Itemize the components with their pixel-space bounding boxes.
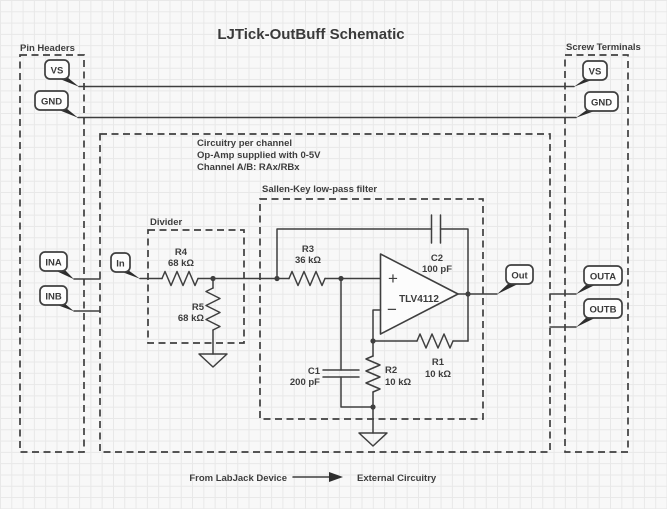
callout-box — [39, 285, 68, 306]
r5-ref: R5 — [192, 302, 205, 313]
callout-tail — [576, 283, 599, 295]
ground-symbol-divider — [198, 353, 228, 368]
callout-tail — [52, 303, 74, 312]
pin-inb-label: INB — [45, 292, 62, 303]
callout-box — [583, 298, 623, 319]
opamp-minus-input: − — [387, 300, 397, 319]
feedback-wire — [276, 228, 433, 280]
pin-vs-label: VS — [51, 66, 64, 77]
callout-tail — [576, 316, 599, 328]
junction-dot — [274, 275, 280, 282]
sallen-key-box — [259, 198, 484, 420]
callout-box — [505, 264, 534, 285]
junction-dot — [338, 275, 344, 282]
junction-dot — [465, 291, 471, 297]
legend-from-label: From LabJack Device — [189, 473, 287, 484]
terminal-screw-outb: OUTB — [576, 298, 623, 328]
screw-outa-label: OUTA — [590, 272, 616, 283]
r3-ref: R3 — [302, 244, 314, 255]
screw-terminals-title: Screw Terminals — [566, 42, 641, 53]
legend-arrow-icon — [292, 472, 343, 482]
pin-gnd-label: GND — [41, 97, 62, 108]
resistor-r5 — [205, 287, 221, 331]
screw-vs-label: VS — [589, 67, 602, 78]
resistor-r3 — [288, 270, 326, 287]
ground-symbol-filter — [358, 432, 388, 447]
resistor-r2 — [365, 355, 381, 393]
resistor-r4 — [161, 270, 199, 287]
c1-gnd-wire — [340, 376, 374, 408]
callout-tail — [52, 269, 74, 280]
feedback-wire — [439, 228, 469, 342]
junction-dot — [370, 338, 376, 344]
in-label: In — [116, 259, 125, 270]
callout-tail — [497, 282, 522, 295]
opamp-triangle — [379, 253, 459, 335]
net-label-out: Out — [497, 264, 534, 295]
pin-ina-label: INA — [45, 258, 62, 269]
c2-ref: C2 — [431, 253, 443, 264]
screw-terminals-box — [564, 54, 629, 453]
callout-box — [583, 265, 623, 286]
divider-box — [147, 229, 245, 344]
callout-box — [584, 91, 619, 112]
c2-value: 100 pF — [422, 264, 452, 275]
minus-input-wire — [372, 309, 382, 342]
terminal-pin-vs: VS — [44, 59, 79, 87]
circuitry-box — [99, 133, 551, 453]
screw-outb-label: OUTB — [590, 305, 617, 316]
terminal-screw-gnd: GND — [576, 91, 619, 118]
callout-tail — [117, 270, 140, 279]
legend-to-label: External Circuitry — [357, 473, 437, 484]
r1-value: 10 kΩ — [425, 369, 451, 380]
terminal-screw-vs: VS — [574, 60, 608, 87]
resistor-r1 — [416, 333, 454, 349]
r2-ref: R2 — [385, 365, 397, 376]
r4-value: 68 kΩ — [168, 258, 194, 269]
pin-headers-title: Pin Headers — [20, 43, 75, 54]
junction-dot — [210, 275, 216, 282]
opamp-plus-input: + — [388, 269, 398, 288]
circuitry-note-line3: Channel A/B: RAx/RBx — [197, 162, 300, 173]
circuitry-note-line2: Op-Amp supplied with 0-5V — [197, 150, 321, 161]
r3-value: 36 kΩ — [295, 255, 321, 266]
circuitry-note-line1: Circuitry per channel — [197, 138, 292, 149]
divider-title: Divider — [150, 217, 183, 228]
r4-ref: R4 — [175, 247, 188, 258]
callout-box — [582, 60, 608, 81]
screw-gnd-label: GND — [591, 98, 612, 109]
out-label: Out — [511, 271, 528, 282]
c1-ref: C1 — [308, 366, 321, 377]
callout-box — [110, 252, 131, 273]
terminal-pin-gnd: GND — [34, 90, 78, 118]
terminal-pin-ina: INA — [39, 251, 74, 280]
callout-box — [34, 90, 69, 111]
sallen-key-title: Sallen-Key low-pass filter — [262, 184, 377, 195]
callout-box — [39, 251, 68, 272]
callout-box — [44, 59, 70, 80]
c1-value: 200 pF — [290, 377, 320, 388]
opamp-part-label: TLV4112 — [399, 294, 439, 305]
net-label-in: In — [110, 252, 140, 279]
page-title: LJTick-OutBuff Schematic — [217, 26, 404, 43]
terminal-pin-inb: INB — [39, 285, 74, 312]
junction-dot — [370, 404, 376, 410]
r5-value: 68 kΩ — [178, 313, 204, 324]
r1-ref: R1 — [432, 357, 445, 368]
r2-value: 10 kΩ — [385, 377, 411, 388]
arrow-head — [329, 472, 343, 482]
terminal-screw-outa: OUTA — [576, 265, 623, 295]
